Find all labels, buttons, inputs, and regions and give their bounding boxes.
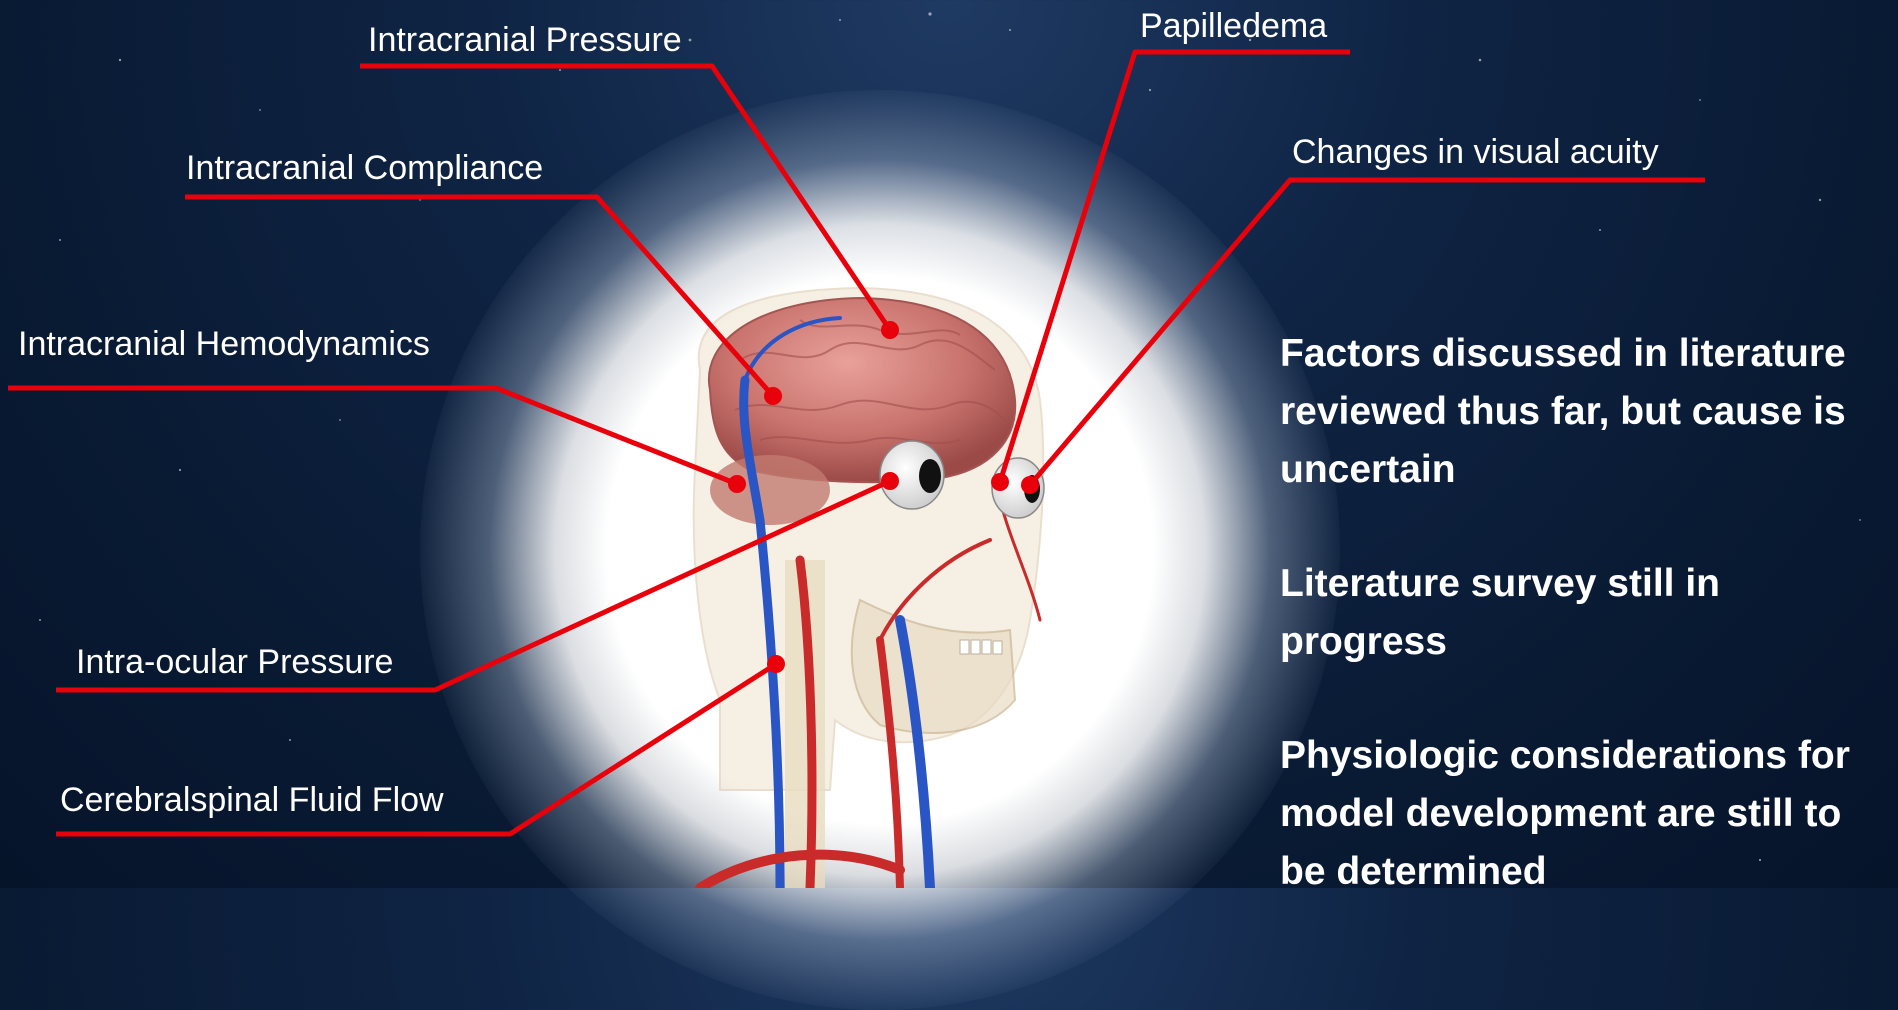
- notes-panel: Factors discussed in literature reviewed…: [1280, 325, 1890, 957]
- label-papilledema: Papilledema: [1140, 6, 1327, 46]
- dot-intraocular-pressure: [881, 472, 899, 490]
- label-intraocular-pressure: Intra-ocular Pressure: [76, 642, 393, 682]
- leader-intracranial-hemodynamics: [8, 388, 737, 484]
- note-physiologic-considerations: Physiologic considerations for model dev…: [1280, 727, 1890, 901]
- label-csf-flow: Cerebralspinal Fluid Flow: [60, 780, 444, 820]
- label-intracranial-pressure: Intracranial Pressure: [368, 20, 682, 60]
- dot-papilledema: [991, 473, 1009, 491]
- note-literature-survey: Literature survey still in progress: [1280, 555, 1890, 671]
- dot-visual-acuity: [1021, 476, 1039, 494]
- label-intracranial-hemodynamics: Intracranial Hemodynamics: [18, 324, 430, 364]
- dot-intracranial-pressure: [881, 321, 899, 339]
- label-intracranial-compliance: Intracranial Compliance: [186, 148, 543, 188]
- label-visual-acuity: Changes in visual acuity: [1292, 132, 1659, 172]
- note-factors: Factors discussed in literature reviewed…: [1280, 325, 1890, 499]
- dot-intracranial-compliance: [764, 387, 782, 405]
- leader-intracranial-compliance: [185, 197, 773, 396]
- dot-csf-flow: [767, 655, 785, 673]
- dot-intracranial-hemodynamics: [728, 475, 746, 493]
